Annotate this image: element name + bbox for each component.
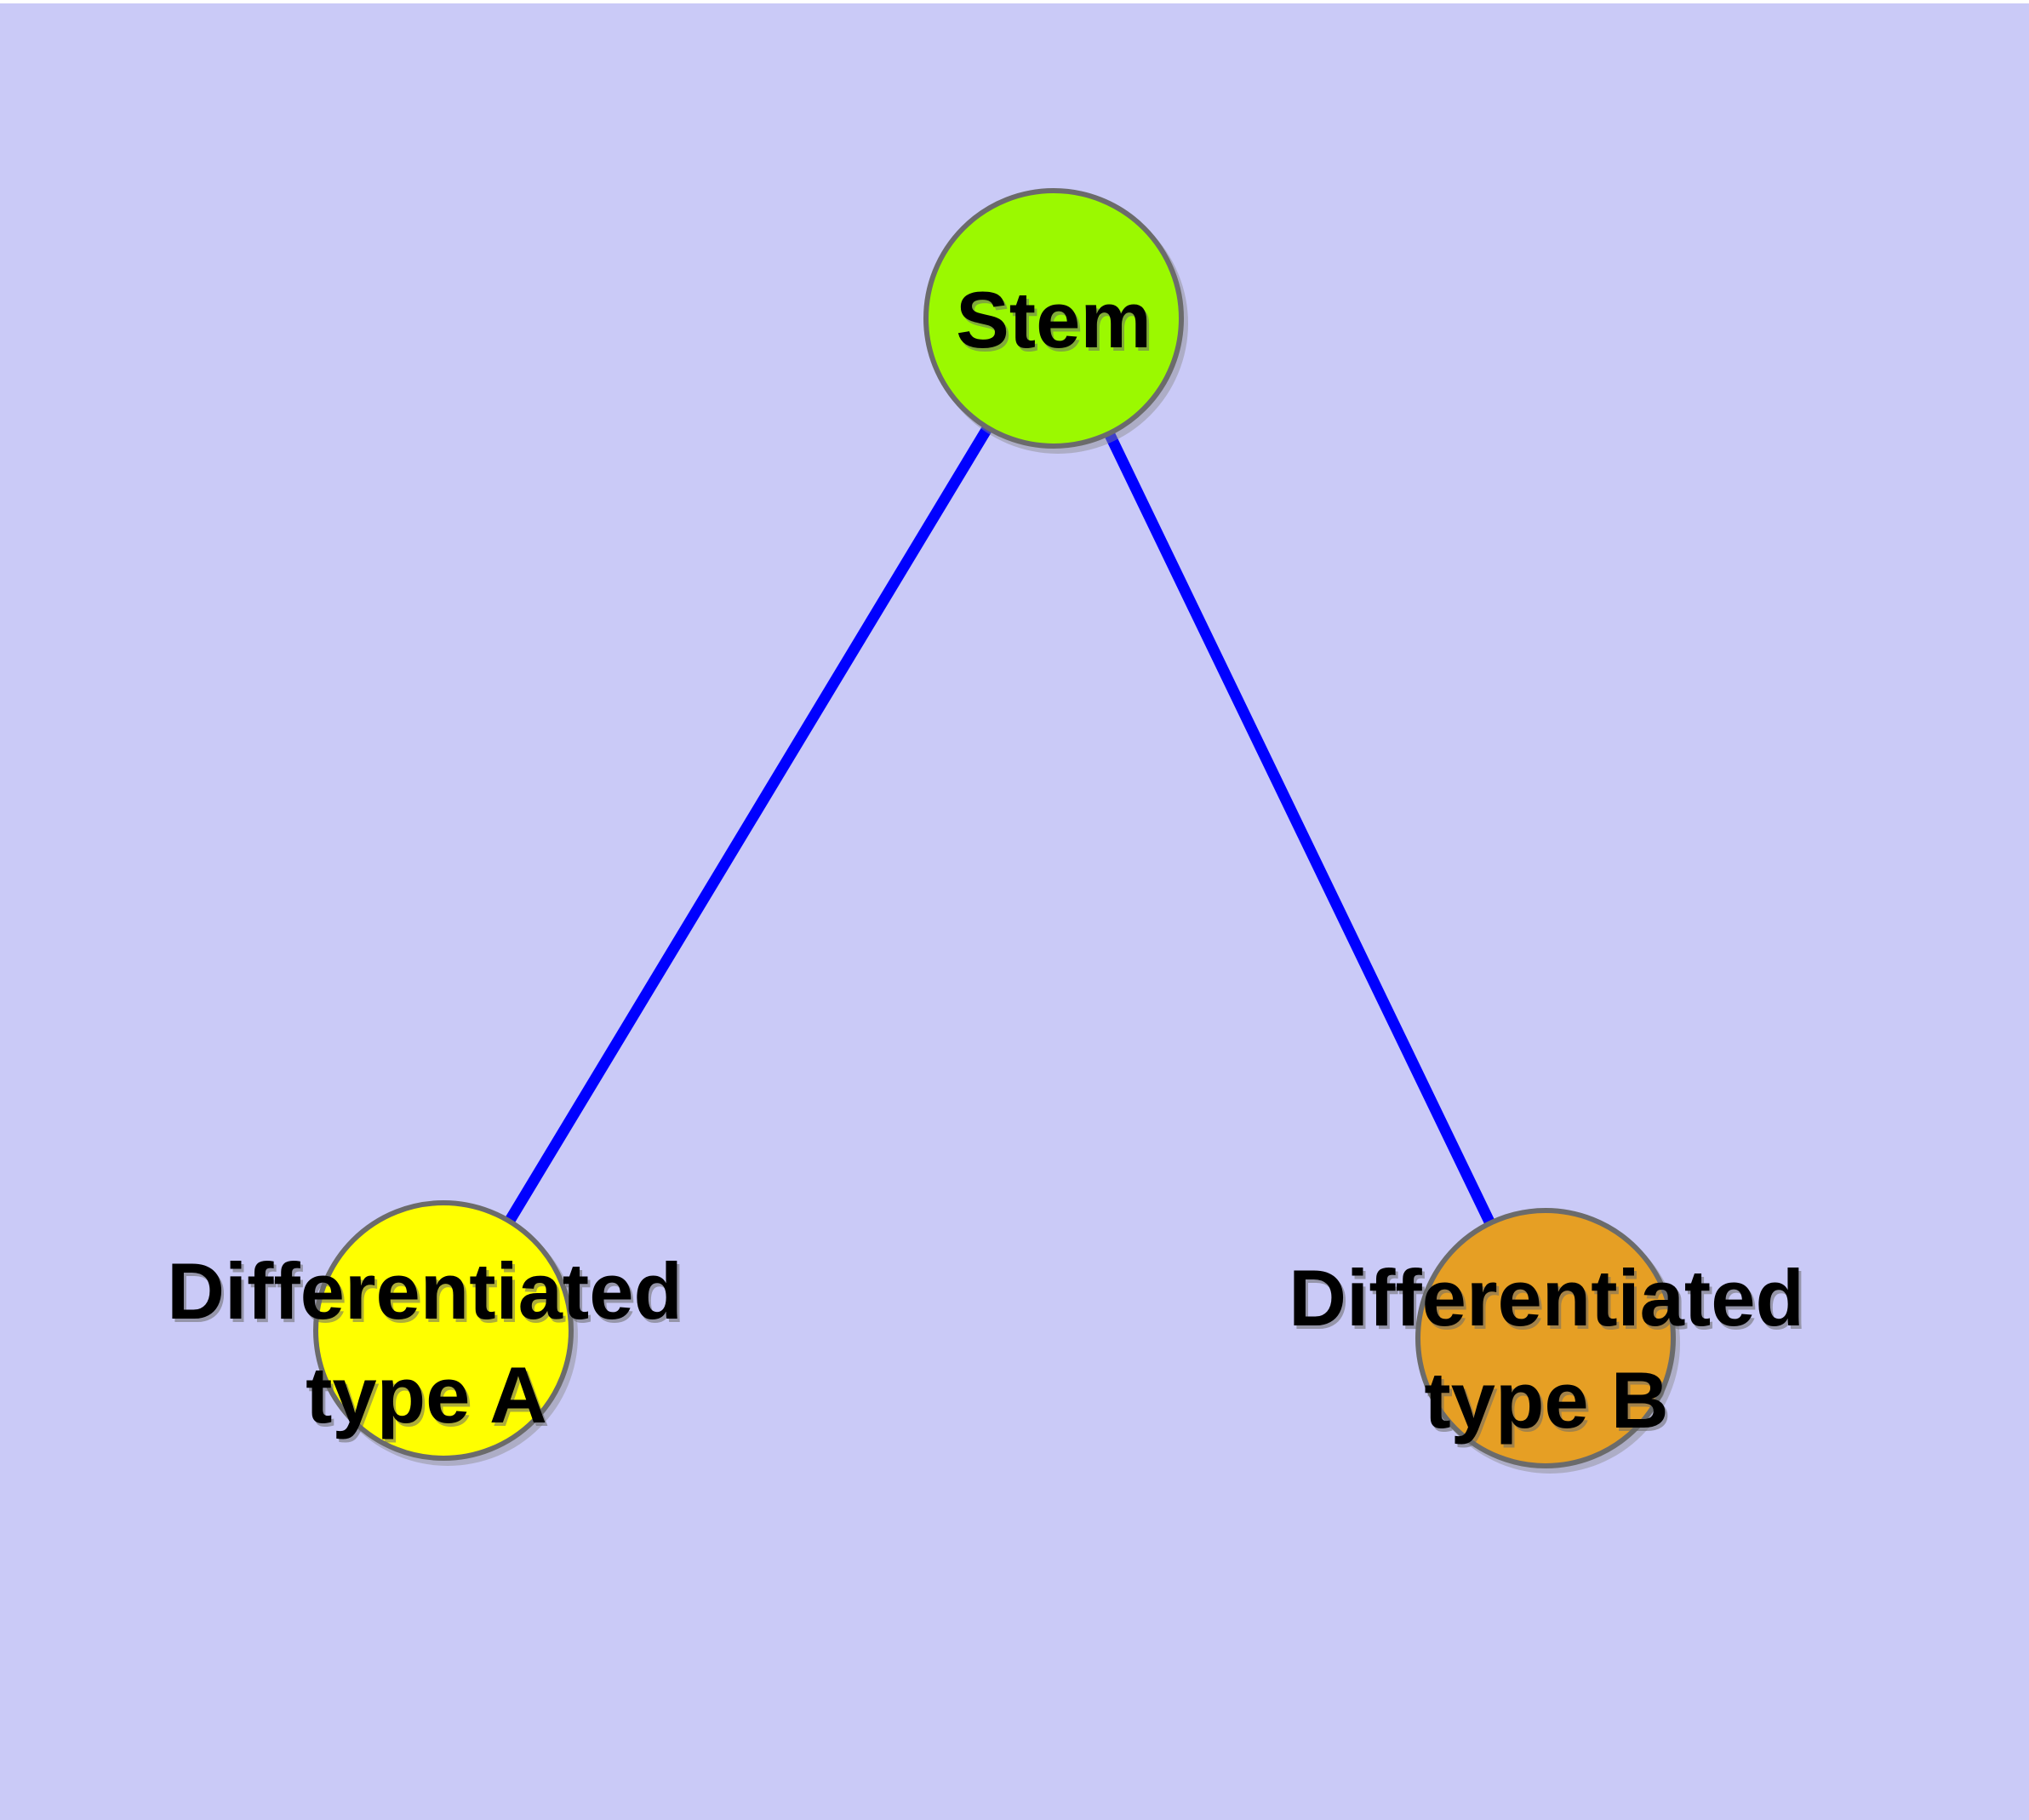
type-b-node[interactable]: [1415, 1208, 1676, 1468]
type-b-label-line2-shadow: type B: [1426, 1359, 1671, 1448]
edge-stem-to-type-b: [1049, 316, 1551, 1341]
type-b-label-line1: Differentiated: [1289, 1253, 1804, 1342]
type-a-label-line1: Differentiated: [167, 1246, 683, 1336]
type-b-label-line1-shadow: Differentiated: [1291, 1256, 1807, 1346]
type-a-label-line2: type A: [306, 1350, 547, 1439]
type-b-label-line2: type B: [1424, 1355, 1668, 1445]
type-a-label-line2-shadow: type A: [308, 1354, 550, 1443]
type-a-node[interactable]: [313, 1200, 574, 1461]
type-a-label-line1-shadow: Differentiated: [169, 1250, 685, 1339]
stem-node-label: Stem: [956, 275, 1152, 364]
stem-node-label-shadow: Stem: [958, 278, 1154, 368]
stem-node[interactable]: [923, 188, 1184, 449]
edge-stem-to-type-a: [438, 315, 1059, 1334]
